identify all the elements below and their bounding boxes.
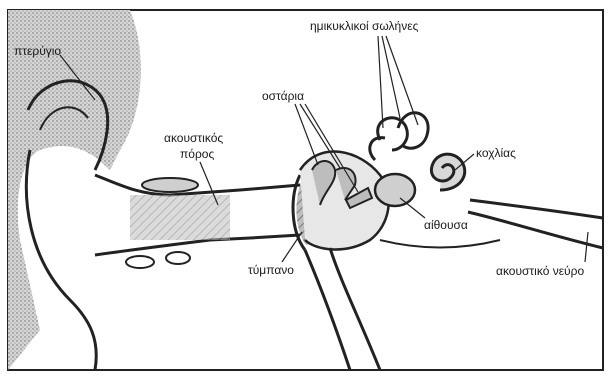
label-hmikyklikoi: ημικυκλικοί σωλήνες — [310, 19, 418, 33]
semicircular-canal-2 — [398, 113, 428, 148]
label-ostaria: οστάρια — [262, 89, 304, 103]
canal-feature-bottom-2 — [166, 252, 190, 264]
label-poros: πόρος — [180, 147, 214, 161]
eustachian-tube — [330, 248, 380, 370]
pinna-lobe — [26, 150, 96, 370]
leader-ostaria-1 — [295, 104, 318, 165]
skull-contour — [380, 240, 500, 248]
leader-hmi-3 — [386, 36, 418, 125]
semicircular-canal-3 — [370, 138, 385, 160]
ear-canal-shading — [130, 195, 230, 240]
pinna-outer-shading — [8, 10, 141, 370]
label-tympano: τύμπανο — [248, 263, 294, 277]
label-aithousa: αίθουσα — [424, 218, 468, 232]
vestibule — [375, 174, 415, 206]
label-kochlias: κοχλίας — [476, 146, 516, 160]
label-akoustikos: ακουστικός — [164, 131, 223, 145]
label-akoustiko-neuro: ακουστικό νεύρο — [496, 264, 584, 278]
canal-feature-bottom-1 — [126, 256, 154, 268]
canal-feature-top — [142, 178, 198, 192]
label-pterygio: πτερύγιο — [14, 44, 61, 58]
leader-aithousa — [400, 198, 425, 218]
auditory-nerve-upper — [470, 200, 603, 218]
cochlea — [431, 154, 464, 190]
eustachian-tube-2 — [305, 250, 350, 370]
leader-neuro — [585, 232, 588, 262]
leader-hmi-1 — [378, 36, 383, 128]
